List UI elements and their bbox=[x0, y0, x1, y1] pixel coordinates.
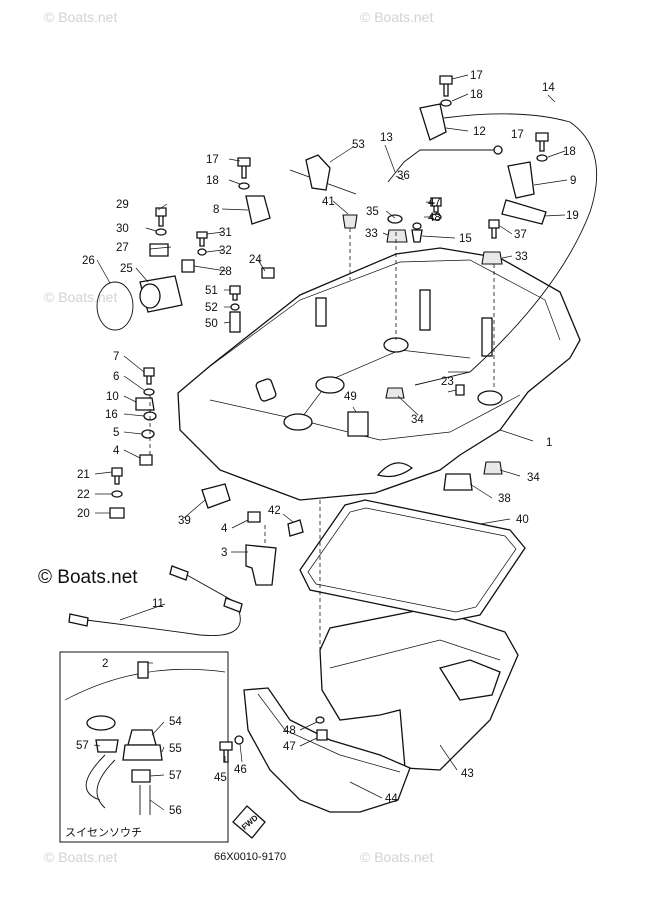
watermark: © Boats.net bbox=[360, 849, 433, 865]
bottom-cowling bbox=[177, 247, 581, 501]
part-label: 50 bbox=[205, 318, 218, 330]
part-label: 32 bbox=[219, 245, 232, 257]
lower-cowling: FWD bbox=[232, 607, 519, 839]
part-label: 33 bbox=[365, 228, 378, 240]
part-label: 16 bbox=[105, 409, 118, 421]
part-label: 51 bbox=[205, 285, 218, 297]
part-label: 17 bbox=[470, 70, 483, 82]
part-label: 17 bbox=[511, 129, 524, 141]
watermark: © Boats.net bbox=[44, 289, 117, 305]
part-label: 52 bbox=[205, 302, 218, 314]
part-label: 26 bbox=[82, 255, 95, 267]
part-label: 48 bbox=[283, 725, 296, 737]
part-label: 37 bbox=[514, 229, 527, 241]
watermark: © Boats.net bbox=[360, 9, 433, 25]
part-label: 11 bbox=[152, 598, 164, 610]
part-label: 38 bbox=[498, 493, 511, 505]
part-label: 31 bbox=[219, 227, 232, 239]
part-label: 18 bbox=[206, 175, 219, 187]
part-label: 53 bbox=[352, 139, 365, 151]
part-label: 17 bbox=[206, 154, 219, 166]
part-label: 19 bbox=[566, 210, 579, 222]
part-label: 22 bbox=[77, 489, 90, 501]
part-label: 6 bbox=[113, 371, 119, 383]
part-label: 42 bbox=[268, 505, 281, 517]
part-label: 30 bbox=[116, 223, 129, 235]
sensor-label: スイセンソウチ bbox=[65, 826, 142, 839]
part-label: 34 bbox=[411, 414, 424, 426]
part-label: 47 bbox=[283, 741, 296, 753]
watermark: © Boats.net bbox=[44, 9, 117, 25]
part-label: 18 bbox=[470, 89, 483, 101]
part-label: 47 bbox=[428, 197, 441, 209]
watermark-main: © Boats.net bbox=[38, 567, 138, 588]
part-label: 46 bbox=[234, 764, 247, 776]
part-label: 13 bbox=[380, 132, 393, 144]
part-label: 2 bbox=[102, 658, 108, 670]
part-label: 7 bbox=[113, 351, 119, 363]
part-label: 4 bbox=[221, 523, 228, 535]
part-label: 54 bbox=[169, 716, 182, 728]
diagram-caption: 66X0010-9170 bbox=[214, 851, 286, 863]
part-label: 15 bbox=[459, 233, 472, 245]
small-parts bbox=[68, 75, 598, 763]
part-label: 41 bbox=[322, 196, 335, 208]
part-label: 48 bbox=[428, 212, 441, 224]
part-label: 57 bbox=[76, 740, 89, 752]
part-label: 35 bbox=[366, 206, 379, 218]
part-label: 12 bbox=[473, 126, 486, 138]
part-label: 49 bbox=[344, 391, 357, 403]
part-label: 1 bbox=[546, 437, 552, 449]
part-label: 36 bbox=[397, 170, 410, 182]
part-label: 27 bbox=[116, 242, 129, 254]
part-label: 28 bbox=[219, 266, 232, 278]
part-number-labels: 1 2 3 4 4 5 6 7 8 9 10 11 12 13 14 15 16… bbox=[76, 70, 579, 817]
part-label: 56 bbox=[169, 805, 182, 817]
part-label: 44 bbox=[385, 793, 398, 805]
part-label: 40 bbox=[516, 514, 529, 526]
part-label: 39 bbox=[178, 515, 191, 527]
part-label: 24 bbox=[249, 254, 262, 266]
part-label: 9 bbox=[570, 175, 576, 187]
watermark: © Boats.net bbox=[44, 849, 117, 865]
part-label: 55 bbox=[169, 743, 182, 755]
part-label: 43 bbox=[461, 768, 474, 780]
part-label: 3 bbox=[221, 547, 227, 559]
part-label: 18 bbox=[563, 146, 576, 158]
part-label: 23 bbox=[441, 376, 454, 388]
part-label: 33 bbox=[515, 251, 528, 263]
leader-lines bbox=[93, 74, 568, 811]
part-label: 34 bbox=[527, 472, 540, 484]
part-label: 57 bbox=[169, 770, 182, 782]
part-label: 21 bbox=[77, 469, 90, 481]
part-label: 4 bbox=[113, 445, 120, 457]
part-label: 8 bbox=[213, 204, 219, 216]
guide-lines bbox=[149, 228, 495, 650]
part-label: 20 bbox=[77, 508, 90, 520]
part-label: 25 bbox=[120, 263, 133, 275]
part-label: 5 bbox=[113, 427, 119, 439]
part-label: 14 bbox=[542, 82, 555, 94]
inset-box bbox=[59, 651, 229, 843]
part-label: 10 bbox=[106, 391, 119, 403]
part-label: 29 bbox=[116, 199, 129, 211]
part-label: 45 bbox=[214, 772, 227, 784]
seal-40 bbox=[299, 499, 526, 621]
